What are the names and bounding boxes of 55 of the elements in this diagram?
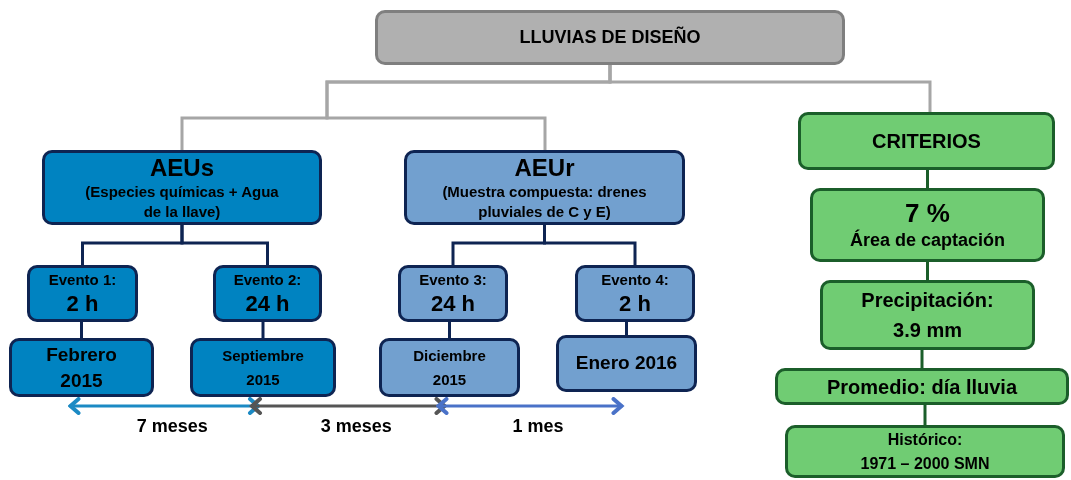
box-text: 2 h [66,289,99,318]
rounded-box [810,188,1045,262]
connector-line [68,397,260,415]
box-text: Evento 1: [48,269,117,290]
box-text: Febrero 2015 [45,342,118,393]
box-text: 24 h [431,289,475,318]
box-text: 1971 – 2000 SMN [860,453,990,474]
box-text: 7 % [905,198,950,228]
rounded-box [775,368,1069,405]
connector-line [920,350,924,368]
rounded-box [190,338,336,397]
box-text: Enero 2016 [575,351,678,376]
connector-line [543,225,637,265]
rounded-box [820,280,1035,350]
rounded-box [27,265,138,322]
box-text: 3.9 mm [893,318,962,343]
rounded-box [375,10,845,65]
box-text: Precipitación: [861,288,994,313]
rounded-box [575,265,695,322]
rounded-box [556,335,697,392]
box-text: Diciembre 2015 [412,345,487,390]
box-text: Evento 2: [233,269,302,290]
connector-line [625,322,628,335]
box-text: AEUr [514,153,575,182]
rounded-box [404,150,685,225]
connector-line [436,397,624,415]
box-text: Histórico: [887,429,963,450]
connector-line [80,322,83,338]
box-text: CRITERIOS [872,129,981,154]
box-text: AEUs [150,153,214,182]
box-text: Área de captación [849,228,1006,252]
box-text: 2 h [619,289,651,318]
connector-line [926,170,929,188]
box-text: (Muestra compuesta: drenes pluviales de C y E) [441,181,648,222]
rounded-box [398,265,508,322]
rounded-box [379,338,520,397]
rounded-box [9,338,154,397]
connector-line [261,322,265,338]
box-text: Evento 3: [419,269,487,290]
connector-line [926,262,929,280]
box-text: 24 h [245,289,290,318]
connector-line [608,65,932,112]
rounded-box [213,265,322,322]
connector-line [448,322,451,338]
rounded-box [785,425,1065,478]
connector-line [250,397,447,415]
rounded-box [42,150,322,225]
rounded-box [798,112,1055,170]
box-text: (Especies químicas + Agua de la llave) [84,181,280,222]
box-text: Evento 4: [601,269,669,290]
box-text: Promedio: día lluvia [826,374,1017,400]
box-text: Septiembre 2015 [221,345,305,390]
connector-line [923,405,927,425]
box-text: LLUVIAS DE DISEÑO [519,25,701,49]
connector-line [180,225,269,265]
